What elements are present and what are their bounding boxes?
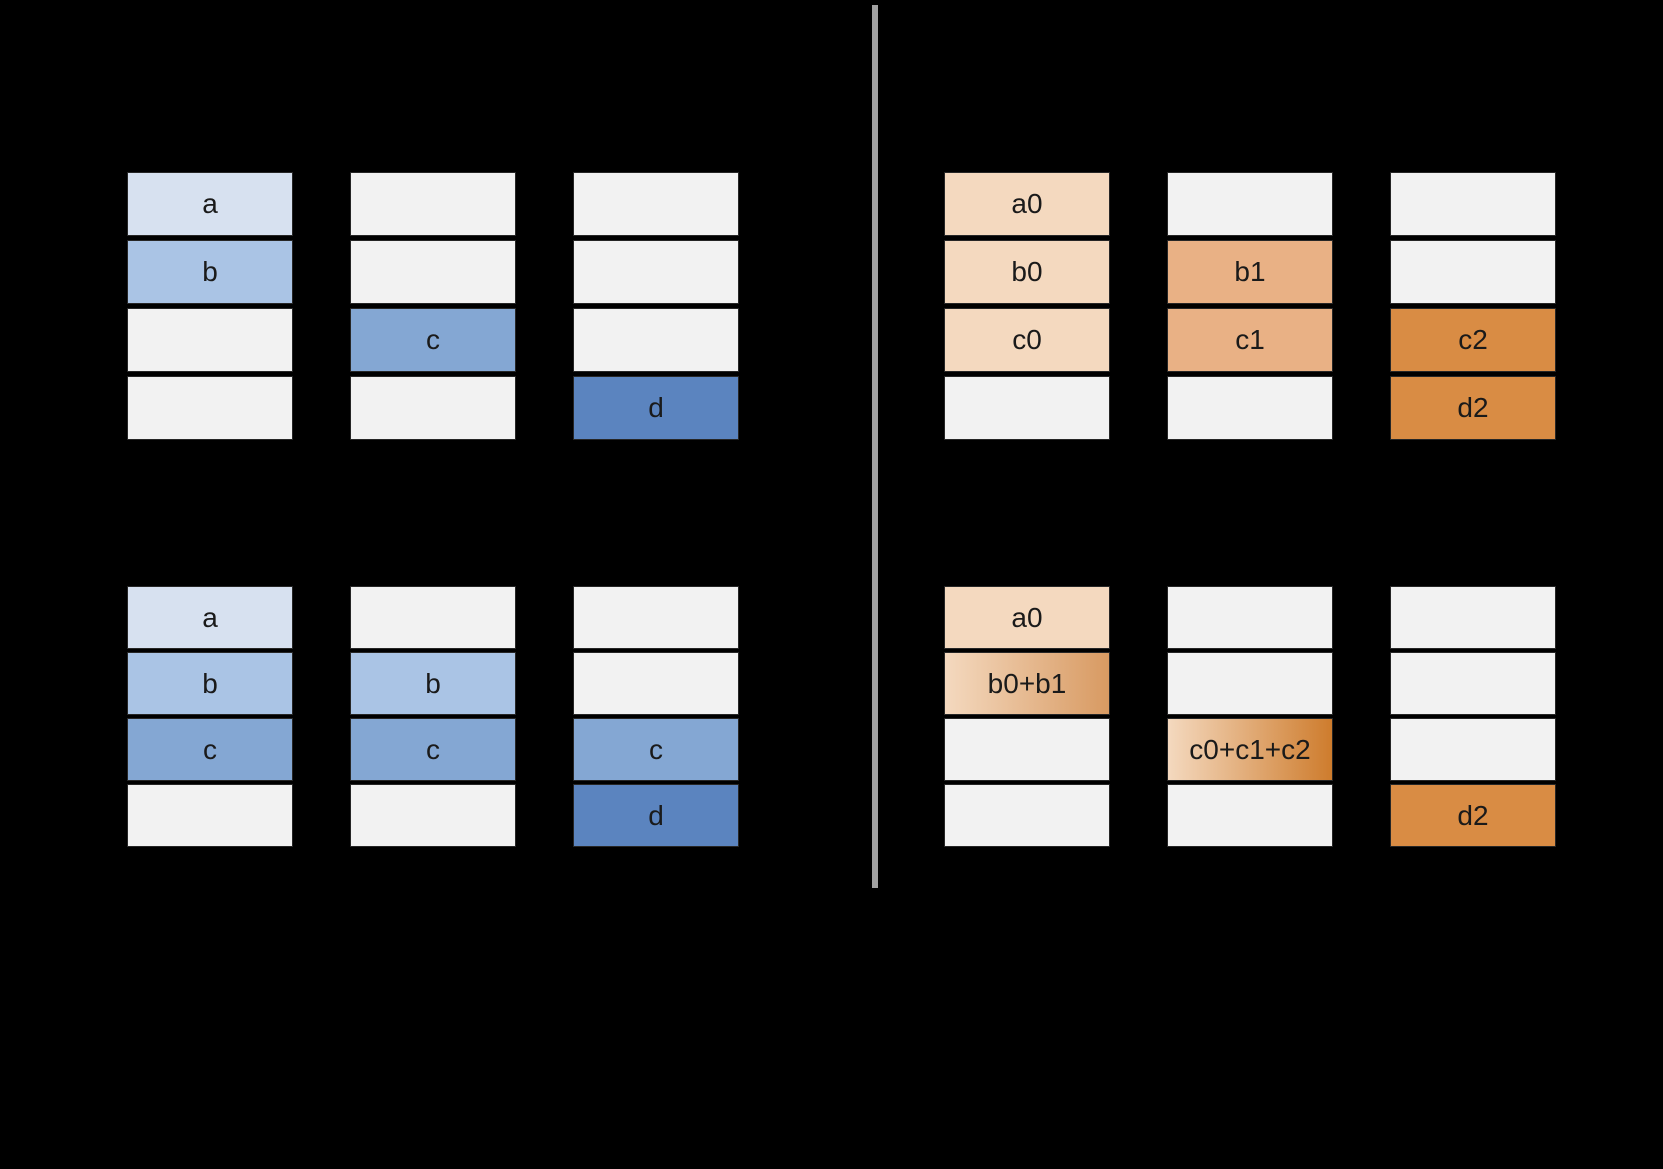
cell: b bbox=[127, 652, 293, 715]
cell bbox=[1167, 784, 1333, 847]
cell: b0 bbox=[944, 240, 1110, 304]
cell: d2 bbox=[1390, 784, 1556, 847]
cell bbox=[1390, 718, 1556, 781]
cell bbox=[1390, 172, 1556, 236]
cell bbox=[573, 240, 739, 304]
cell bbox=[1167, 652, 1333, 715]
cell-label: a0 bbox=[1011, 188, 1043, 219]
cell: c1 bbox=[1167, 308, 1333, 372]
cell-label: c0 bbox=[1012, 324, 1042, 355]
cell-label: b bbox=[202, 667, 218, 699]
cell-label: c bbox=[426, 733, 440, 765]
cell-label: a bbox=[202, 601, 218, 633]
cell-label: c0+c1+c2 bbox=[1189, 733, 1311, 765]
cell: b1 bbox=[1167, 240, 1333, 304]
cell bbox=[127, 308, 293, 372]
cell bbox=[350, 172, 516, 236]
cell-label: c bbox=[426, 324, 440, 355]
cell bbox=[573, 172, 739, 236]
cell bbox=[1390, 652, 1556, 715]
cell bbox=[350, 376, 516, 440]
cell: a bbox=[127, 586, 293, 649]
cell-label: d2 bbox=[1457, 799, 1489, 831]
cell-label: b bbox=[202, 256, 218, 287]
cell-label: b0 bbox=[1011, 256, 1043, 287]
cell: a0 bbox=[944, 172, 1110, 236]
cell bbox=[1390, 586, 1556, 649]
cell-label: c2 bbox=[1458, 324, 1488, 355]
cell bbox=[127, 376, 293, 440]
cell: c2 bbox=[1390, 308, 1556, 372]
cell-label: b1 bbox=[1234, 256, 1266, 287]
cell: c bbox=[350, 308, 516, 372]
cell: d2 bbox=[1390, 376, 1556, 440]
cell-label: d bbox=[648, 799, 664, 831]
cell bbox=[350, 240, 516, 304]
divider-line bbox=[872, 5, 878, 888]
cell-label: c bbox=[649, 733, 663, 765]
cell bbox=[1390, 240, 1556, 304]
cell: c bbox=[127, 718, 293, 781]
cell bbox=[944, 376, 1110, 440]
cell-label: b0+b1 bbox=[987, 667, 1067, 699]
cell bbox=[573, 308, 739, 372]
cell bbox=[944, 784, 1110, 847]
cell bbox=[944, 718, 1110, 781]
cell: a0 bbox=[944, 586, 1110, 649]
cell: c bbox=[350, 718, 516, 781]
cell bbox=[350, 586, 516, 649]
cell bbox=[1167, 586, 1333, 649]
cell bbox=[350, 784, 516, 847]
cell-label: a bbox=[202, 188, 218, 219]
cell-label: d bbox=[648, 392, 664, 423]
cell bbox=[573, 586, 739, 649]
cell bbox=[1167, 376, 1333, 440]
cell bbox=[573, 652, 739, 715]
cell: c0+c1+c2 bbox=[1167, 718, 1333, 781]
cell: a bbox=[127, 172, 293, 236]
cell-label: d2 bbox=[1457, 392, 1489, 423]
cell-label: c bbox=[203, 733, 217, 765]
cell: b0+b1 bbox=[944, 652, 1110, 715]
cell bbox=[127, 784, 293, 847]
cell bbox=[1167, 172, 1333, 236]
cell: d bbox=[573, 376, 739, 440]
cell: c bbox=[573, 718, 739, 781]
cell: b bbox=[127, 240, 293, 304]
cell-label: c1 bbox=[1235, 324, 1265, 355]
cell: b bbox=[350, 652, 516, 715]
cell-label: a0 bbox=[1011, 601, 1043, 633]
cell: d bbox=[573, 784, 739, 847]
cell: c0 bbox=[944, 308, 1110, 372]
cell-label: b bbox=[425, 667, 441, 699]
